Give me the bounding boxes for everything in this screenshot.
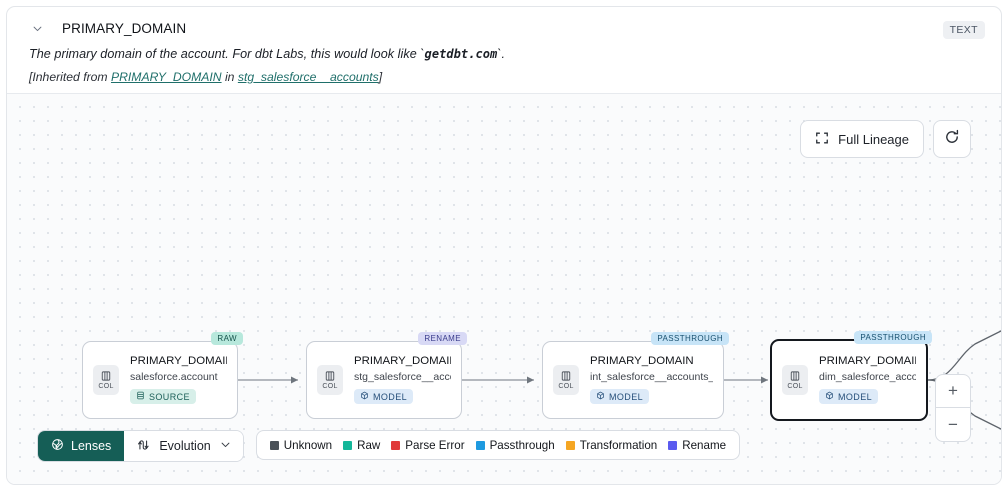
- node-parent: dim_salesforce_accounts: [819, 371, 916, 383]
- legend-label: Unknown: [283, 438, 333, 452]
- node-parent: salesforce.account: [130, 371, 218, 383]
- node-name: PRIMARY_DOMAIN__C: [130, 355, 227, 367]
- lens-icon: [51, 438, 64, 454]
- description-code: getdbt.com: [424, 47, 498, 61]
- node-kind-badge: MODEL: [354, 389, 414, 404]
- node-kind-label: MODEL: [609, 391, 644, 402]
- column-icon: COL: [782, 365, 808, 395]
- legend-label: Raw: [357, 438, 381, 452]
- legend-swatch: [475, 440, 485, 450]
- legend-item: Parse Error: [391, 438, 465, 452]
- legend-swatch: [269, 440, 279, 450]
- node-tag: RENAME: [418, 332, 467, 345]
- legend-item: Passthrough: [475, 438, 555, 452]
- col-badge-label: COL: [98, 383, 114, 390]
- database-icon: [136, 391, 145, 402]
- lineage-node-selected[interactable]: PASSTHROUGH COL PRIMARY_DOMAIN dim_sales…: [770, 331, 932, 421]
- node-name: PRIMARY_DOMAIN: [354, 355, 451, 367]
- column-description: The primary domain of the account. For d…: [29, 47, 985, 61]
- col-badge-label: COL: [322, 383, 338, 390]
- lenses-label: Lenses: [71, 439, 112, 453]
- lenses-group: Lenses Evolution: [37, 430, 244, 462]
- legend-label: Rename: [682, 438, 727, 452]
- legend-label: Passthrough: [489, 438, 555, 452]
- page-title: PRIMARY_DOMAIN: [62, 20, 187, 36]
- cube-icon: [360, 391, 369, 402]
- inherited-model-link[interactable]: stg_salesforce__accounts: [237, 70, 379, 84]
- node-parent: stg_salesforce__accounts: [354, 371, 451, 383]
- evolution-icon: [136, 438, 150, 455]
- lineage-node[interactable]: PASSTHROUGH COL PRIMARY_DOMAIN int_sales…: [542, 332, 729, 419]
- canvas-bottom-toolbar: Lenses Evolution Unknown Raw Parse Error…: [37, 430, 741, 462]
- node-name: PRIMARY_DOMAIN: [819, 355, 916, 367]
- description-prefix: The primary domain of the account. For d…: [29, 47, 425, 61]
- legend-swatch: [565, 440, 575, 450]
- full-lineage-label: Full Lineage: [838, 131, 909, 147]
- chevron-down-icon: [220, 439, 231, 453]
- node-body: PRIMARY_DOMAIN__C salesforce.account SOU…: [130, 355, 227, 405]
- node-kind-badge: MODEL: [819, 389, 879, 404]
- lineage-node[interactable]: RAW COL PRIMARY_DOMAIN__C salesforce.acc…: [82, 332, 243, 419]
- legend-swatch: [668, 440, 678, 450]
- node-kind-label: MODEL: [373, 391, 408, 402]
- column-icon: COL: [93, 365, 119, 395]
- description-suffix: `.: [497, 47, 506, 61]
- node-tag: PASSTHROUGH: [854, 331, 932, 344]
- lineage-node[interactable]: RENAME COL PRIMARY_DOMAIN stg_salesforce…: [306, 332, 467, 419]
- column-icon: COL: [317, 365, 343, 395]
- evolution-dropdown[interactable]: Evolution: [124, 431, 243, 461]
- refresh-icon: [944, 129, 960, 150]
- node-name: PRIMARY_DOMAIN: [590, 355, 694, 367]
- cube-icon: [596, 391, 605, 402]
- zoom-controls: + −: [935, 374, 971, 442]
- legend-swatch: [391, 440, 401, 450]
- column-icon: COL: [553, 365, 579, 395]
- lineage-canvas[interactable]: Full Lineage + − RAW COL: [7, 93, 1001, 484]
- inherited-middle: in: [221, 70, 238, 84]
- canvas-top-controls: Full Lineage: [800, 120, 971, 158]
- node-tag: PASSTHROUGH: [651, 332, 729, 345]
- full-lineage-button[interactable]: Full Lineage: [800, 120, 924, 158]
- node-tag: RAW: [211, 332, 243, 345]
- lenses-button[interactable]: Lenses: [38, 431, 125, 461]
- node-body: PRIMARY_DOMAIN stg_salesforce__accounts …: [354, 355, 451, 405]
- legend-item: Raw: [343, 439, 380, 452]
- column-detail-panel: PRIMARY_DOMAIN TEXT The primary domain o…: [6, 6, 1002, 485]
- expand-icon: [815, 131, 829, 148]
- refresh-button[interactable]: [933, 120, 971, 158]
- node-kind-label: SOURCE: [149, 391, 190, 402]
- zoom-in-button[interactable]: +: [936, 375, 970, 408]
- inherited-from-note: [Inherited from PRIMARY_DOMAIN in stg_sa…: [29, 70, 985, 84]
- zoom-out-button[interactable]: −: [948, 414, 958, 434]
- node-kind-badge: SOURCE: [130, 389, 196, 404]
- cube-icon: [825, 391, 834, 402]
- inherited-prefix: [Inherited from: [29, 70, 111, 84]
- legend-item: Rename: [668, 439, 726, 452]
- node-kind-badge: MODEL: [590, 389, 650, 404]
- chevron-down-icon[interactable]: [29, 20, 45, 36]
- legend-label: Transformation: [579, 438, 658, 452]
- column-header: PRIMARY_DOMAIN TEXT The primary domain o…: [7, 7, 1001, 93]
- lineage-legend: Unknown Raw Parse Error Passthrough Tran…: [255, 430, 741, 460]
- col-badge-label: COL: [787, 383, 803, 390]
- node-body: PRIMARY_DOMAIN dim_salesforce_accounts M…: [819, 355, 916, 405]
- col-badge-label: COL: [558, 383, 574, 390]
- column-type-badge: TEXT: [942, 21, 985, 39]
- node-body: PRIMARY_DOMAIN int_salesforce__accounts_…: [590, 355, 713, 405]
- legend-swatch: [343, 440, 353, 450]
- column-header-row: PRIMARY_DOMAIN: [29, 17, 985, 39]
- inherited-column-link[interactable]: PRIMARY_DOMAIN: [110, 70, 222, 84]
- legend-label: Parse Error: [405, 438, 465, 452]
- node-parent: int_salesforce__accounts_joined: [590, 371, 713, 383]
- legend-item: Transformation: [565, 438, 658, 452]
- legend-item: Unknown: [269, 438, 333, 452]
- evolution-label: Evolution: [159, 439, 211, 453]
- node-kind-label: MODEL: [838, 391, 873, 402]
- inherited-suffix: ]: [378, 70, 383, 84]
